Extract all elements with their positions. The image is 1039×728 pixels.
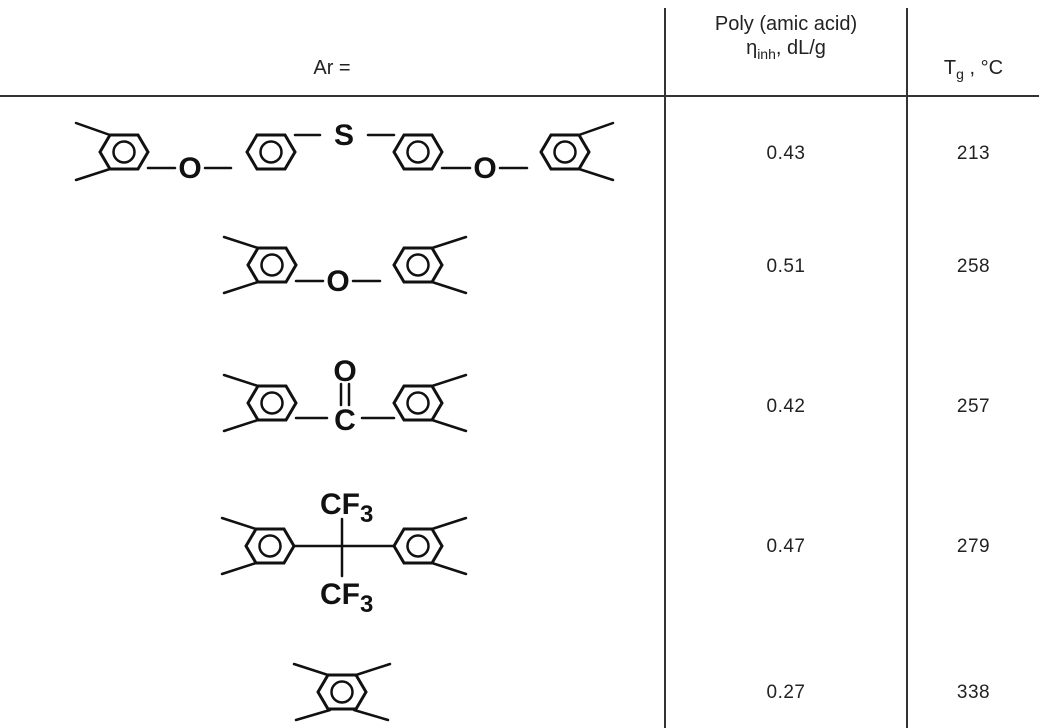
tg-cell: 257 [956, 396, 991, 417]
structure-row-1 [74, 121, 615, 182]
structure-row-2 [222, 235, 468, 295]
row1-atom-3: O [473, 152, 496, 185]
viscosity-unit: , dL/g [775, 37, 826, 59]
viscosity-cell: 0.27 [766, 682, 806, 703]
header-rule [0, 95, 1039, 97]
structure-row-5 [292, 662, 392, 722]
tg-subscript: g [956, 66, 964, 82]
structures-drawing: O S O O O C CF3 CF3 [74, 119, 615, 722]
row3-atom-1: O [333, 355, 356, 388]
viscosity-cell: 0.51 [766, 256, 806, 277]
viscosity-header-line1: Poly (amic acid) [714, 13, 858, 35]
eta-subscript: inh [757, 46, 776, 62]
row1-atom-1: O [178, 152, 201, 185]
row3-atom-2: C [334, 404, 356, 437]
viscosity-cell: 0.42 [766, 396, 806, 417]
tg-unit: , °C [963, 57, 1004, 79]
viscosity-column-header: Poly (amic acid) ηinh, dL/g [666, 12, 906, 66]
column-divider-2 [906, 8, 908, 728]
tg-cell: 258 [956, 256, 991, 277]
ar-label: Ar = [313, 57, 351, 79]
tg-symbol: T [943, 57, 957, 79]
row1-atom-2: S [334, 119, 354, 152]
viscosity-cell: 0.47 [766, 536, 806, 557]
row4-atom-2: CF3 [320, 578, 373, 618]
tg-column-header: Tg , °C [908, 56, 1039, 86]
structure-row-4 [220, 516, 468, 578]
row4-atom-1: CF3 [320, 488, 373, 528]
column-divider-1 [664, 8, 666, 728]
row2-atom-1: O [326, 265, 349, 298]
viscosity-cell: 0.43 [766, 143, 806, 164]
structure-row-3 [222, 373, 468, 433]
tg-cell: 279 [956, 536, 991, 557]
ar-column-header: Ar = [0, 56, 664, 80]
tg-cell: 338 [956, 682, 991, 703]
tg-cell: 213 [956, 143, 991, 164]
viscosity-header-line2: ηinh, dL/g [666, 36, 906, 66]
eta-symbol: η [746, 37, 758, 59]
